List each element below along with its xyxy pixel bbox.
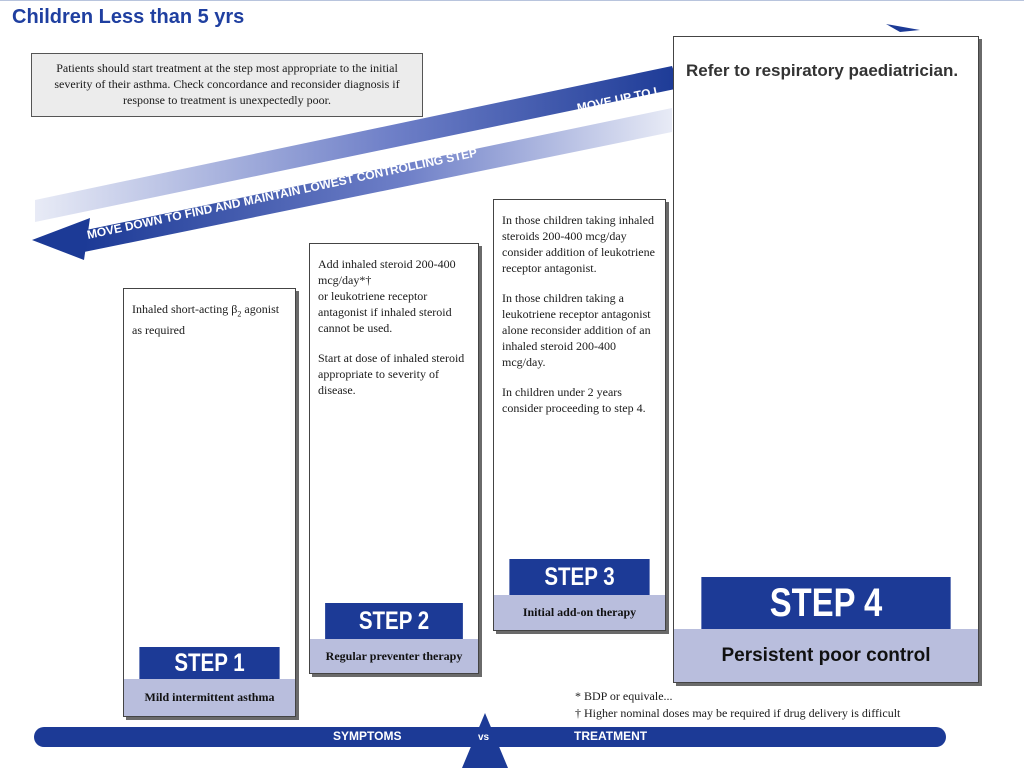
top-rule [0,0,1024,1]
step-2-box: Add inhaled steroid 200-400 mcg/day*† or… [309,243,479,674]
step-4-description: Refer to respiratory paediatrician. [686,61,959,80]
vs-label: vs [478,732,490,743]
step-4-band: STEP 4 [701,577,951,629]
step-3-description: In those children taking inhaled steroid… [502,213,655,415]
symptoms-label: SYMPTOMS [333,729,402,743]
step-4-box: Refer to respiratory paediatrician. STEP… [673,36,979,683]
move-up-arrow-head [886,24,920,32]
step-1-box: Inhaled short-acting β2 agonist as requi… [123,288,296,717]
step-2-label: Regular preventer therapy [310,639,478,673]
step-4-label: Persistent poor control [674,629,978,682]
footnote-higher-doses: † Higher nominal doses may be required i… [575,706,901,720]
footnotes: * BDP or equivale... † Higher nominal do… [575,688,900,722]
step-3-box: In those children taking inhaled steroid… [493,199,666,631]
step-3-band: STEP 3 [509,559,650,595]
step-2-band: STEP 2 [325,603,463,639]
move-down-arrow [84,108,672,252]
page-title: Children Less than 5 yrs [12,6,245,28]
treatment-note: Patients should start treatment at the s… [31,53,423,117]
move-up-arrow [35,66,680,222]
step-1-band: STEP 1 [139,647,280,679]
treatment-label: TREATMENT [574,729,648,743]
step-2-description: Add inhaled steroid 200-400 mcg/day*† or… [318,257,465,397]
vs-triangle [462,713,508,768]
step-1-description: Inhaled short-acting β2 agonist as requi… [132,302,280,338]
step-1-label: Mild intermittent asthma [124,679,295,716]
step-3-label: Initial add-on therapy [494,595,665,630]
footnote-bdp: * BDP or equivale... [575,689,673,703]
move-down-arrow-head [32,218,90,260]
